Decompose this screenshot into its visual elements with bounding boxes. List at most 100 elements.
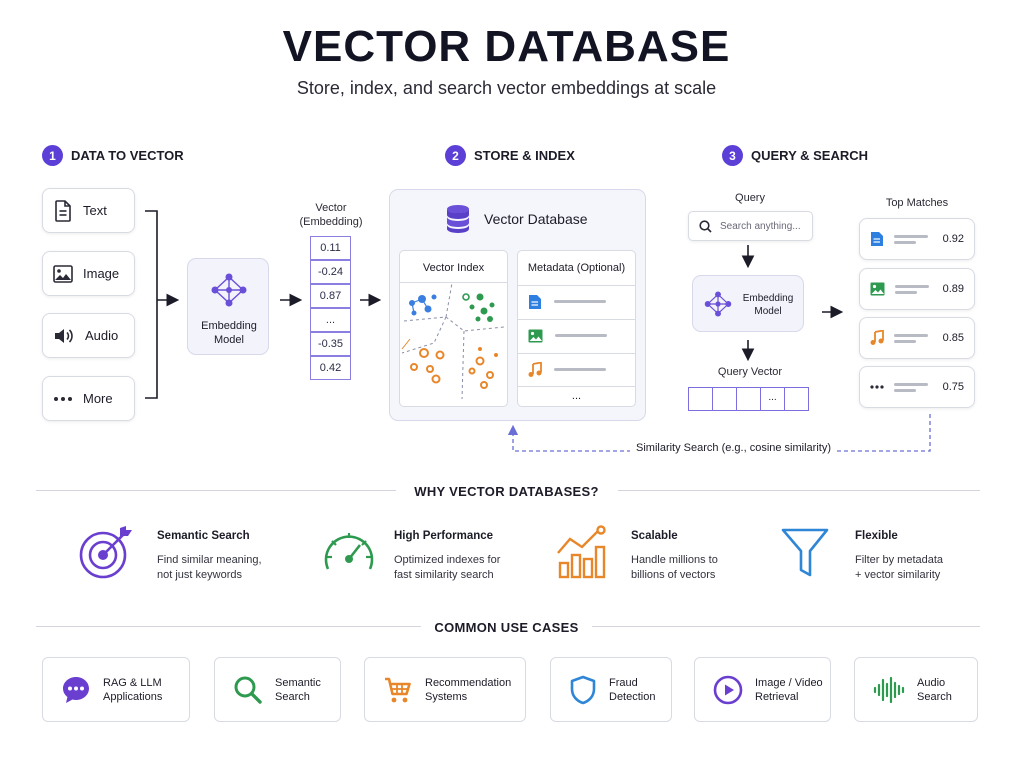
metadata-row — [517, 285, 636, 317]
speaker-icon — [55, 328, 73, 343]
music-note-icon — [528, 361, 542, 377]
feature-desc-line1: Handle millions to — [631, 554, 718, 566]
vector-cell: 0.42 — [310, 356, 351, 380]
match-card[interactable]: 0.89 — [859, 268, 975, 310]
ellipsis-icon — [870, 385, 884, 389]
magnifier-icon — [234, 676, 262, 704]
divider — [399, 282, 508, 283]
vector-label: Vector (Embedding) — [295, 201, 367, 229]
step-number: 1 — [42, 145, 63, 166]
step-1-label: 1 DATA TO VECTOR — [42, 145, 184, 166]
use-case-line2: Systems — [425, 690, 468, 703]
speedometer-icon — [324, 533, 374, 570]
input-label: Text — [83, 203, 107, 218]
database-title: Vector Database — [484, 211, 588, 227]
feature-title: Semantic Search — [157, 530, 250, 542]
input-label: Image — [83, 266, 120, 281]
embedding-model-card: Embedding Model — [187, 258, 269, 355]
similarity-search-label: Similarity Search (e.g., cosine similari… — [630, 442, 837, 454]
use-case-line2: Detection — [609, 690, 656, 703]
image-icon — [528, 329, 543, 342]
search-placeholder: Search anything... — [720, 220, 801, 232]
vector-cell: 0.87 — [310, 284, 351, 308]
target-icon — [79, 526, 132, 579]
use-case-line2: Search — [917, 690, 952, 703]
vector-cell: 0.11 — [310, 236, 351, 260]
funnel-icon — [781, 528, 829, 577]
use-cases-section-title: COMMON USE CASES — [434, 620, 579, 635]
why-section-title: WHY VECTOR DATABASES? — [414, 484, 599, 499]
metadata-row — [517, 353, 636, 385]
search-icon — [699, 219, 712, 233]
query-search-input[interactable]: Search anything... — [688, 211, 813, 241]
match-score: 0.75 — [942, 381, 964, 393]
vector-index-label: Vector Index — [422, 262, 485, 274]
use-case-line1: RAG & LLM — [103, 676, 162, 689]
shield-icon — [570, 675, 596, 704]
chat-bubble-icon — [63, 676, 89, 703]
feature-desc-line2: billions of vectors — [631, 569, 716, 581]
vector-cluster-plot — [401, 283, 505, 399]
use-case-line1: Fraud — [609, 676, 638, 689]
use-case-line2: Applications — [103, 690, 163, 703]
use-case-line1: Semantic — [275, 676, 321, 689]
metadata-panel — [517, 250, 636, 407]
step-2-label: 2 STORE & INDEX — [445, 145, 575, 166]
page-title: VECTOR DATABASE — [282, 22, 731, 71]
feature-title: High Performance — [394, 530, 494, 542]
match-card[interactable]: 0.75 — [859, 366, 975, 408]
input-label: More — [83, 391, 113, 406]
growth-chart-icon — [557, 525, 606, 579]
feature-desc-line1: Filter by metadata — [855, 554, 944, 566]
feature-flexible: Flexible Filter by metadata + vector sim… — [855, 530, 943, 583]
feature-title: Flexible — [855, 530, 898, 542]
model-label-line2: Model — [754, 306, 782, 317]
divider — [618, 490, 980, 491]
match-card[interactable]: 0.92 — [859, 218, 975, 260]
divider — [592, 626, 980, 627]
network-icon — [211, 273, 247, 307]
page-subtitle: Store, index, and search vector embeddin… — [296, 78, 717, 98]
cart-icon — [385, 677, 411, 702]
input-text-card: Text — [42, 188, 135, 233]
feature-desc-line2: + vector similarity — [855, 569, 941, 581]
vector-label-line2: (Embedding) — [299, 216, 363, 228]
match-score: 0.92 — [942, 233, 964, 245]
model-label-line2: Model — [214, 334, 244, 346]
query-vector-ellipsis: ... — [761, 388, 785, 410]
waveform-icon — [873, 676, 905, 703]
ellipsis-icon — [54, 396, 72, 401]
input-audio-card: Audio — [42, 313, 135, 358]
music-note-icon — [870, 330, 884, 345]
query-embedding-model-card: Embedding Model — [692, 275, 804, 332]
metadata-row — [517, 319, 636, 351]
metadata-more: ... — [517, 386, 636, 407]
feature-desc-line1: Optimized indexes for — [394, 554, 501, 566]
feature-scalable: Scalable Handle millions to billions of … — [631, 530, 718, 583]
use-case-line2: Search — [275, 690, 310, 703]
document-icon — [871, 232, 883, 246]
database-icon — [447, 205, 469, 233]
use-case-line1: Image / Video — [755, 676, 823, 689]
play-icon — [713, 675, 743, 704]
image-icon — [53, 264, 73, 283]
input-more-card: More — [42, 376, 135, 421]
feature-title: Scalable — [631, 530, 678, 542]
input-image-card: Image — [42, 251, 135, 296]
divider — [36, 490, 396, 491]
step-number: 3 — [722, 145, 743, 166]
input-label: Audio — [85, 328, 119, 343]
use-case-line1: Recommendation — [425, 676, 512, 689]
use-case-line2: Retrieval — [755, 690, 799, 703]
match-card[interactable]: 0.85 — [859, 317, 975, 359]
network-icon — [704, 291, 732, 317]
match-score: 0.85 — [942, 332, 964, 344]
step-title: STORE & INDEX — [474, 148, 575, 163]
query-label: Query — [735, 192, 765, 204]
